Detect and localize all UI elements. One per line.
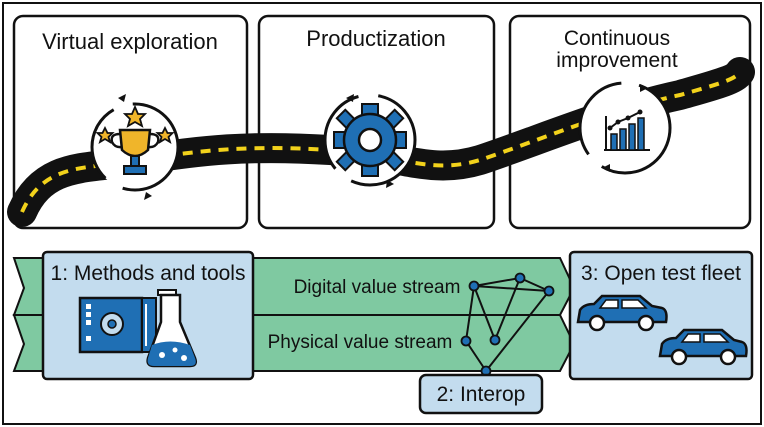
methods-and-tools-label: 1: Methods and tools <box>51 262 246 285</box>
bar-chart-icon <box>578 81 672 175</box>
gear-icon <box>323 93 417 188</box>
digital-value-stream-label: Digital value stream <box>294 277 461 298</box>
stage-title-productization: Productization <box>306 26 445 51</box>
stage-title-virtual-exploration: Virtual exploration <box>42 29 218 54</box>
trophy-icon <box>90 94 180 200</box>
car-icon <box>658 328 748 366</box>
open-test-fleet-label: 3: Open test fleet <box>581 262 741 285</box>
stage-title-continuous-line1: Continuous <box>564 27 670 50</box>
interop-label: 2: Interop <box>437 383 526 406</box>
network-icon <box>460 272 555 377</box>
circuit-board-icon <box>78 296 157 354</box>
interop-box: 2: Interop <box>418 373 544 415</box>
car-icon <box>576 294 668 332</box>
physical-value-stream-label: Physical value stream <box>268 332 453 353</box>
stage-title-continuous-line2: improvement <box>556 49 678 72</box>
flask-icon <box>146 289 198 368</box>
